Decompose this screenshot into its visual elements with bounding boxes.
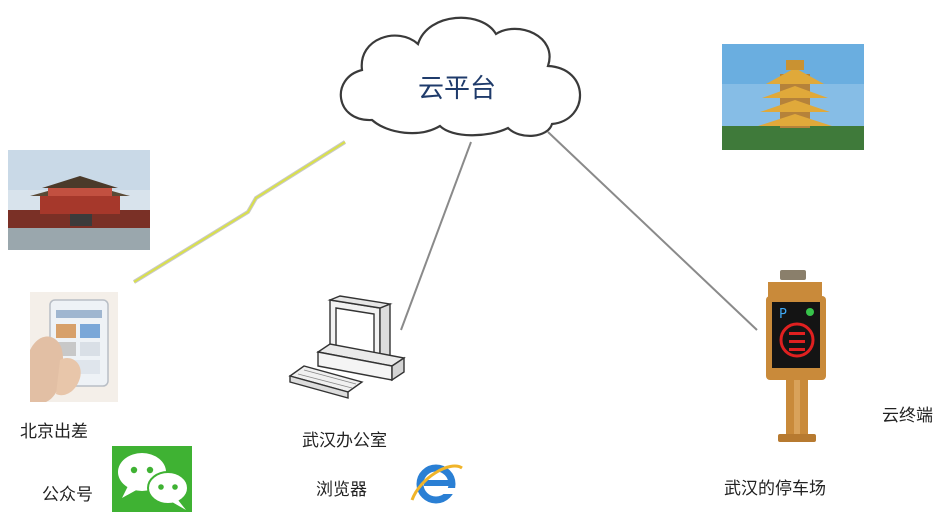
parking-gate-terminal-icon: P bbox=[766, 270, 826, 442]
beijing-business-trip-label: 北京出差 bbox=[20, 422, 88, 442]
wechat-official-account-label: 公众号 bbox=[42, 485, 93, 505]
cloud-platform-label: 云平台 bbox=[418, 74, 497, 104]
cloud-terminal-label: 云终端 bbox=[882, 406, 933, 426]
svg-text:P: P bbox=[779, 307, 787, 322]
link-cloud-to-office bbox=[400, 141, 472, 331]
wuhan-landmark-photo bbox=[722, 44, 864, 150]
wechat-icon bbox=[112, 446, 192, 512]
wireless-link-beijing bbox=[132, 140, 347, 284]
wuhan-parking-lot-label: 武汉的停车场 bbox=[724, 479, 826, 499]
desktop-computer-icon bbox=[288, 295, 406, 399]
link-cloud-to-parking bbox=[547, 131, 758, 331]
wuhan-office-label: 武汉办公室 bbox=[302, 431, 387, 451]
smartphone-in-hand-icon bbox=[30, 292, 118, 402]
cloud-icon bbox=[339, 16, 582, 137]
internet-explorer-icon bbox=[410, 464, 463, 504]
beijing-landmark-photo bbox=[8, 150, 150, 250]
browser-label: 浏览器 bbox=[316, 480, 367, 500]
